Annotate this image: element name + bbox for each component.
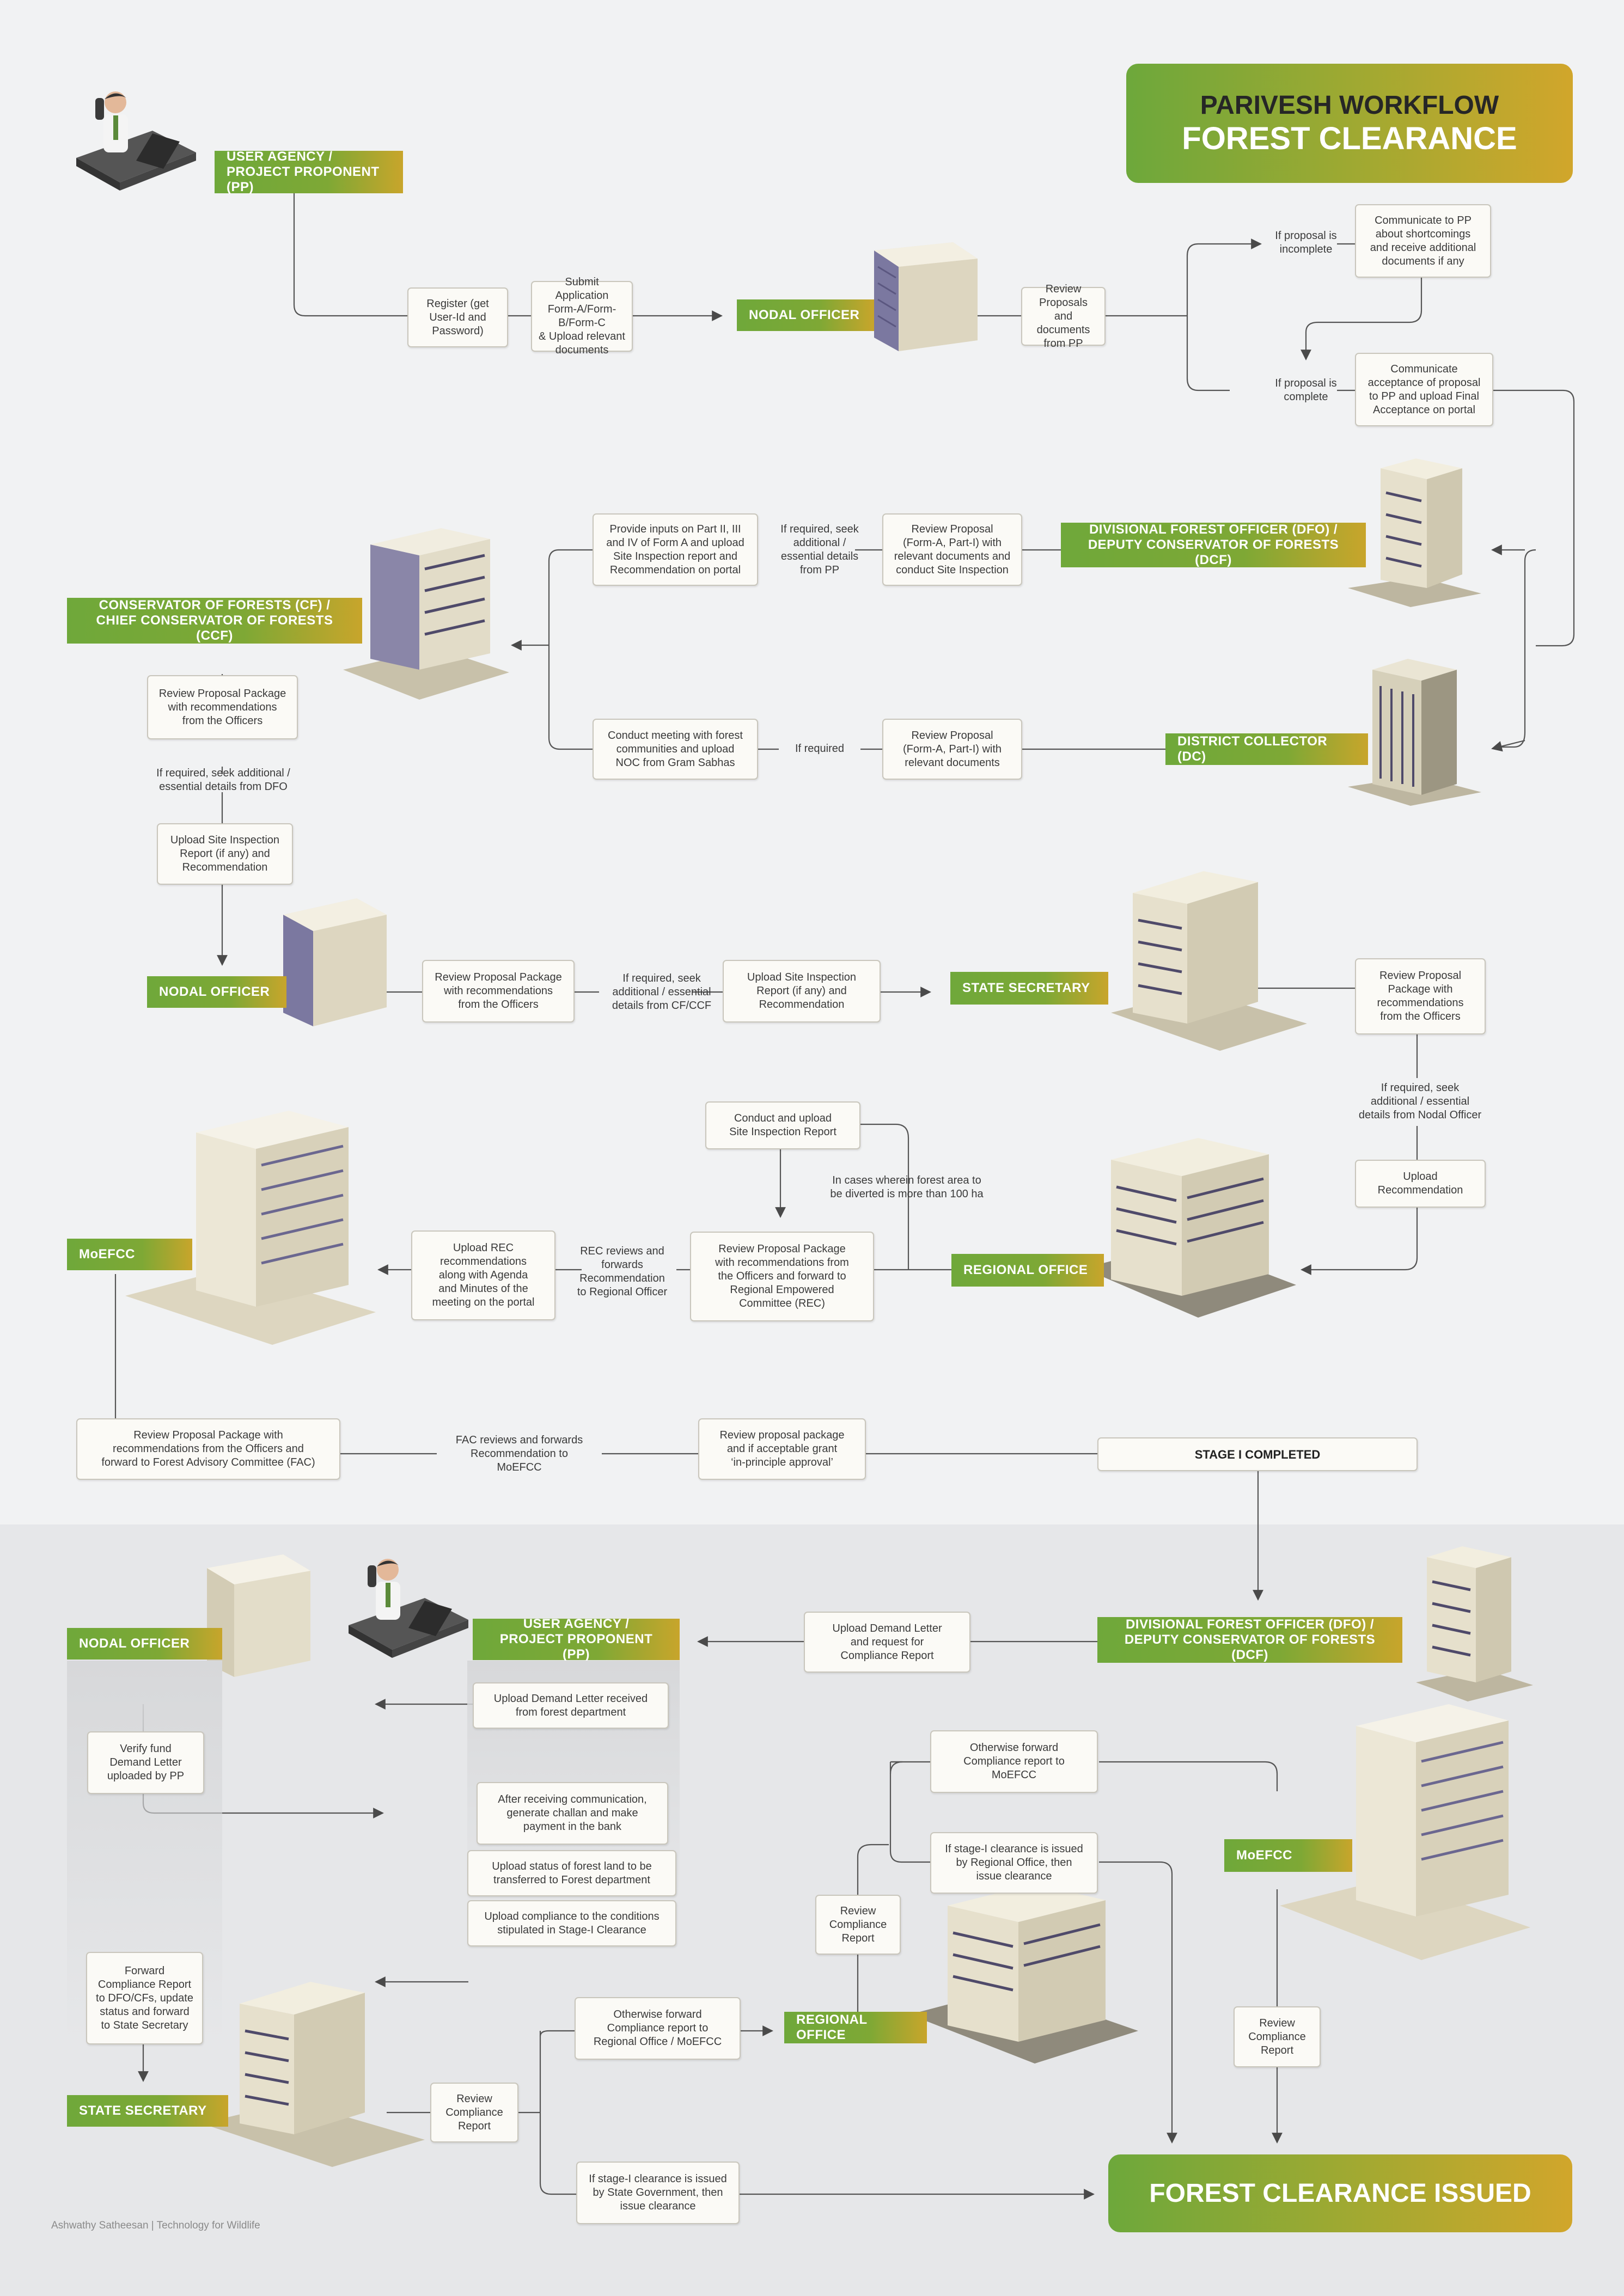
step-demand-letter-received: Upload Demand Letter received from fores… bbox=[473, 1682, 669, 1729]
step-if-state-issued: If stage-I clearance is issued by State … bbox=[576, 2162, 740, 2224]
step-review-forward-fac: Review Proposal Package with recommendat… bbox=[76, 1418, 340, 1480]
label-seek-details-dfo: If required, seek additional / essential… bbox=[156, 767, 290, 793]
forest-clearance-issued: FOREST CLEARANCE ISSUED bbox=[1108, 2154, 1572, 2232]
actor-state-secretary-1: STATE SECRETARY bbox=[950, 972, 1108, 1005]
step-conduct-site-inspection: Conduct and upload Site Inspection Repor… bbox=[705, 1101, 860, 1149]
label-seek-details-cf: If required, seek additional / essential… bbox=[612, 972, 712, 1012]
building-dfo-2 bbox=[1416, 1546, 1533, 1701]
step-provide-inputs: Provide inputs on Part II, III and IV of… bbox=[593, 513, 758, 586]
step-register: Register (get User-Id and Password) bbox=[407, 287, 508, 347]
building-dc bbox=[1348, 659, 1481, 806]
step-upload-land-status: Upload status of forest land to be trans… bbox=[467, 1850, 676, 1896]
actor-state-secretary-2: STATE SECRETARY bbox=[67, 2095, 228, 2127]
user-at-desk-icon bbox=[349, 1559, 468, 1658]
building-regional-1 bbox=[1084, 1138, 1296, 1318]
actor-moefcc-1: MoEFCC bbox=[67, 1239, 192, 1270]
user-at-desk-icon bbox=[76, 91, 196, 191]
step-communicate-shortcomings: Communicate to PP about shortcomings and… bbox=[1355, 204, 1491, 278]
building-moefcc-2 bbox=[1280, 1704, 1530, 1960]
step-review-site-inspection: Review Proposal (Form-A, Part-I) with re… bbox=[882, 513, 1022, 586]
step-upload-site-report-2: Upload Site Inspection Report (if any) a… bbox=[723, 960, 881, 1023]
footer-credit: Ashwathy Satheesan | Technology for Wild… bbox=[51, 2220, 260, 2231]
step-if-regional-issued: If stage-I clearance is issued by Region… bbox=[930, 1832, 1098, 1894]
step-upload-rec: Upload REC recommendations along with Ag… bbox=[411, 1230, 555, 1320]
step-otherwise-forward-moefcc: Otherwise forward Compliance report to M… bbox=[930, 1730, 1098, 1793]
step-review-compliance-state: Review Compliance Report bbox=[430, 2083, 518, 2142]
step-review-dc: Review Proposal (Form-A, Part-I) with re… bbox=[882, 719, 1022, 780]
step-generate-challan: After receiving communication, generate … bbox=[477, 1782, 668, 1845]
building-state-secretary-2 bbox=[202, 1982, 425, 2167]
actor-nodal-officer-1: NODAL OFFICER bbox=[737, 299, 874, 331]
building-regional-2 bbox=[909, 1884, 1138, 2064]
step-communicate-acceptance: Communicate acceptance of proposal to PP… bbox=[1355, 353, 1493, 426]
label-fac-reviews: FAC reviews and forwards Recommendation … bbox=[455, 1434, 583, 1473]
label-over-100ha: In cases wherein forest area to be diver… bbox=[830, 1174, 984, 1200]
step-otherwise-forward-ro: Otherwise forward Compliance report to R… bbox=[575, 1997, 741, 2060]
actor-nodal-officer-2: NODAL OFFICER bbox=[147, 976, 286, 1008]
actor-regional-office-1: REGIONAL OFFICE bbox=[951, 1254, 1104, 1287]
step-review-compliance-ro: Review Compliance Report bbox=[815, 1895, 901, 1955]
building-nodal-1 bbox=[874, 242, 978, 351]
building-nodal-2 bbox=[283, 898, 387, 1026]
actor-district-collector: DISTRICT COLLECTOR (DC) bbox=[1165, 733, 1368, 765]
title-line-2: FOREST CLEARANCE bbox=[1182, 120, 1517, 156]
step-review-package-officers: Review Proposal Package with recommendat… bbox=[147, 675, 298, 739]
step-upload-site-report-1: Upload Site Inspection Report (if any) a… bbox=[157, 823, 293, 885]
actor-dfo-2: DIVISIONAL FOREST OFFICER (DFO) / DEPUTY… bbox=[1097, 1617, 1402, 1663]
step-in-principle-approval: Review proposal package and if acceptabl… bbox=[698, 1418, 866, 1480]
label-if-required: If required bbox=[795, 742, 845, 755]
step-review-package-state: Review Proposal Package with recommendat… bbox=[1355, 958, 1486, 1034]
step-review-package-nodal: Review Proposal Package with recommendat… bbox=[422, 960, 575, 1023]
step-upload-compliance: Upload compliance to the conditions stip… bbox=[467, 1900, 676, 1946]
title-line-1: PARIVESH WORKFLOW bbox=[1200, 90, 1499, 120]
actor-nodal-officer-3: NODAL OFFICER bbox=[67, 1628, 222, 1660]
building-cf bbox=[343, 528, 509, 700]
building-nodal-3 bbox=[207, 1554, 310, 1677]
stage-one-completed: STAGE I COMPLETED bbox=[1097, 1437, 1418, 1471]
actor-regional-office-2: REGIONAL OFFICE bbox=[784, 2012, 927, 2043]
actor-dfo-1: DIVISIONAL FOREST OFFICER (DFO) / DEPUTY… bbox=[1061, 522, 1366, 567]
building-dfo-1 bbox=[1348, 458, 1481, 607]
step-review-proposals-docs: Review Proposals and documents from PP bbox=[1021, 283, 1106, 350]
building-moefcc-1 bbox=[125, 1111, 376, 1345]
step-conduct-meeting: Conduct meeting with forest communities … bbox=[593, 719, 758, 780]
building-state-secretary-1 bbox=[1111, 871, 1307, 1051]
step-forward-compliance: Forward Compliance Report to DFO/CFs, up… bbox=[86, 1952, 203, 2044]
step-review-compliance-moefcc: Review Compliance Report bbox=[1234, 2006, 1321, 2067]
label-if-incomplete: If proposal is incomplete bbox=[1275, 230, 1337, 255]
title-banner: PARIVESH WORKFLOW FOREST CLEARANCE bbox=[1126, 64, 1573, 183]
step-upload-demand-letter: Upload Demand Letter and request for Com… bbox=[804, 1612, 970, 1673]
label-rec-reviews: REC reviews and forwards Recommendation … bbox=[577, 1245, 668, 1298]
label-if-complete: If proposal is complete bbox=[1275, 377, 1337, 403]
step-verify-fund: Verify fund Demand Letter uploaded by PP bbox=[87, 1731, 204, 1794]
label-seek-details-pp: If required, seek additional / essential… bbox=[780, 523, 859, 576]
actor-cf-ccf: CONSERVATOR OF FORESTS (CF) / CHIEF CONS… bbox=[67, 598, 362, 644]
actor-moefcc-2: MoEFCC bbox=[1224, 1839, 1352, 1872]
step-upload-recommendation: Upload Recommendation bbox=[1355, 1160, 1486, 1208]
step-submit-application: Submit Application Form-A/Form-B/Form-C … bbox=[531, 276, 633, 356]
step-review-forward-rec: Review Proposal Package with recommendat… bbox=[690, 1232, 874, 1321]
actor-user-agency-1: USER AGENCY / PROJECT PROPONENT (PP) bbox=[215, 149, 403, 194]
label-seek-details-nodal: If required, seek additional / essential… bbox=[1358, 1081, 1482, 1121]
actor-user-agency-2: USER AGENCY / PROJECT PROPONENT (PP) bbox=[473, 1617, 680, 1662]
